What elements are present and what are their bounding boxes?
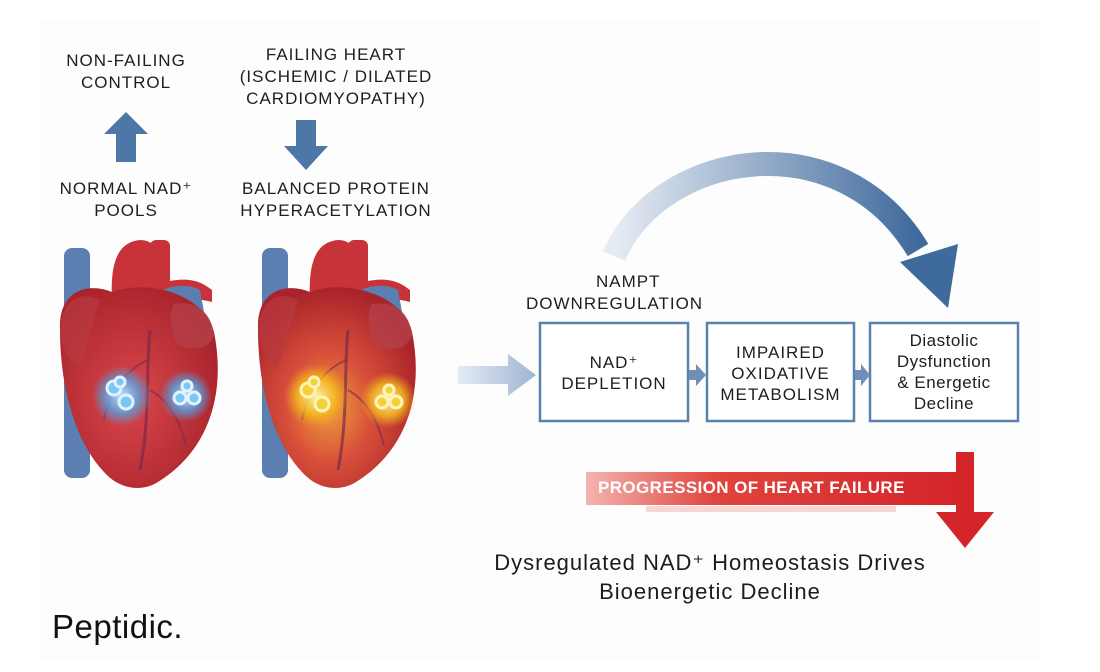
diastolic-line-4: Decline [913,394,975,413]
progression-arrow [586,452,994,548]
impaired-oxidative-text: IMPAIRED OXIDATIVE METABOLISM [707,342,854,405]
caption-line-1: Dysregulated NAD⁺ Homeostasis Drives [494,550,926,575]
nad-depletion-line-1: NAD⁺ [589,353,639,372]
connector-arrow-icon [689,364,706,386]
down-arrow-icon [284,120,328,170]
nad-depletion-line-2: DEPLETION [561,374,667,393]
normal-nad-line-2: POOLS [94,201,158,220]
nad-depletion-box [538,321,690,423]
normal-heart-illustration [59,240,218,488]
diagram-caption: Dysregulated NAD⁺ Homeostasis Drives Bio… [420,548,1000,606]
diastolic-dysfunction-text: Diastolic Dysfunction & Energetic Declin… [870,330,1018,414]
impaired-oxidative-box [705,321,856,423]
up-arrow-icon [104,112,148,162]
failing-line-1: FAILING HEART [265,45,407,64]
impaired-line-3: METABOLISM [720,385,841,404]
balanced-line-2: HYPERACETYLATION [240,201,432,220]
failing-heart-label: FAILING HEART (ISCHEMIC / DILATED CARDIO… [216,44,456,110]
diastolic-dysfunction-box [868,321,1020,423]
diastolic-line-3: & Energetic [897,373,991,392]
diastolic-line-2: Dysfunction [896,352,992,371]
progression-label: PROGRESSION OF HEART FAILURE [598,478,905,497]
input-arrow-icon [458,354,536,396]
nad-depletion-text: NAD⁺ DEPLETION [540,352,688,394]
failing-line-2: (ISCHEMIC / DILATED [239,67,433,86]
normal-nad-line-1: NORMAL NAD⁺ [59,179,193,198]
failing-line-3: CARDIOMYOPATHY) [246,89,426,108]
nampt-label: NAMPT DOWNREGULATION [524,271,724,315]
balanced-protein-label: BALANCED PROTEIN HYPERACETYLATION [216,178,456,222]
non-failing-line-2: CONTROL [80,73,172,92]
failing-heart-illustration [257,240,416,488]
diastolic-line-1: Diastolic [909,331,979,350]
nampt-line-2: DOWNREGULATION [526,294,704,313]
impaired-line-2: OXIDATIVE [731,364,830,383]
non-failing-label: NON-FAILING CONTROL [36,50,216,94]
feedback-curve-arrow-icon [602,152,958,308]
brand-logo-text: Peptidic. [52,608,184,645]
connector-arrow-icon-2 [855,364,870,386]
balanced-line-1: BALANCED PROTEIN [242,179,430,198]
caption-line-2: Bioenergetic Decline [599,579,821,604]
normal-nad-label: NORMAL NAD⁺ POOLS [36,178,216,222]
non-failing-line-1: NON-FAILING [66,51,186,70]
impaired-line-1: IMPAIRED [736,343,825,362]
nampt-line-1: NAMPT [596,272,661,291]
